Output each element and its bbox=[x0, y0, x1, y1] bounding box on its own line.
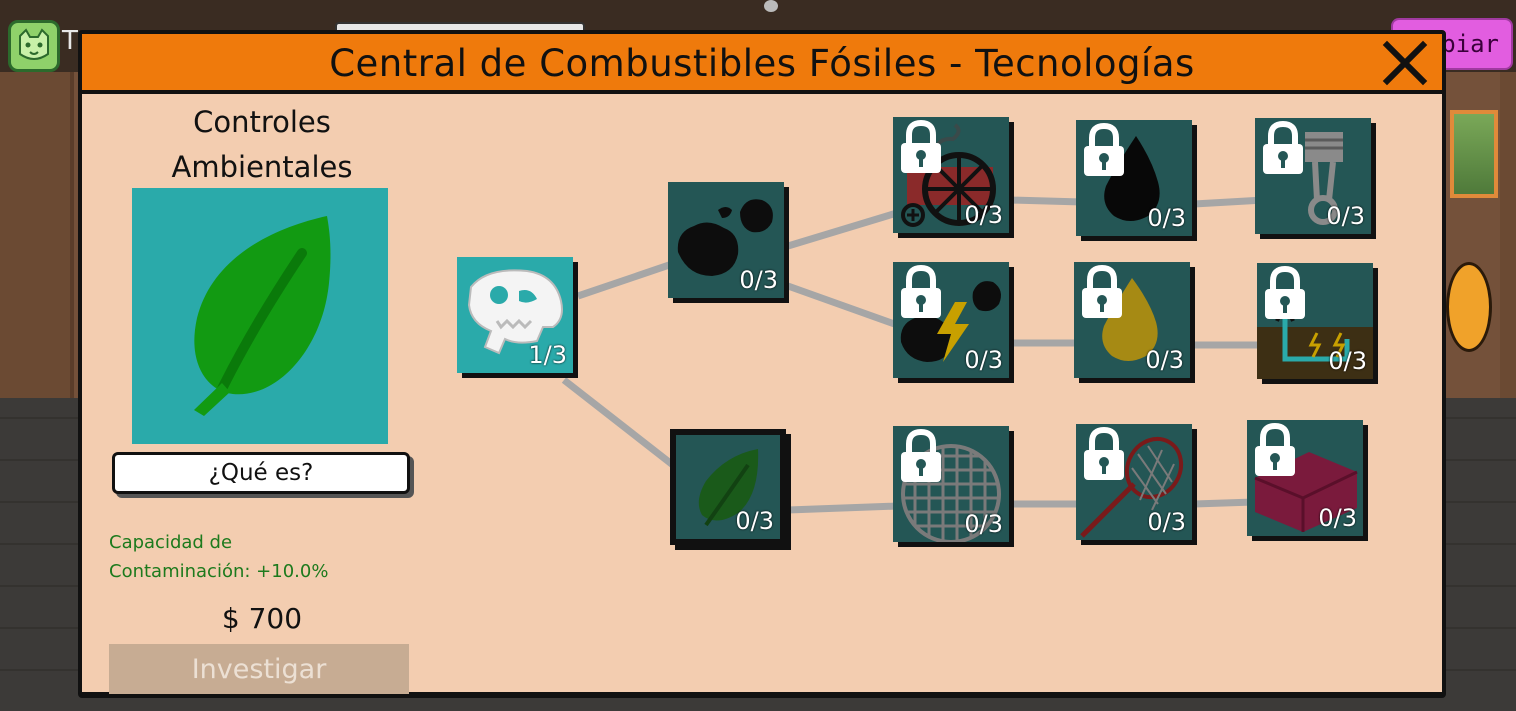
tech-level-count: 0/3 bbox=[1326, 202, 1365, 230]
background-title-fragment: T bbox=[62, 26, 78, 56]
tech-effect-line2: Contaminación: +10.0% bbox=[109, 561, 329, 582]
connector-coal-power bbox=[786, 282, 902, 330]
oil-drop-icon bbox=[1104, 136, 1160, 221]
tech-node-steam-engine[interactable]: 0/3 bbox=[893, 117, 1009, 233]
connector-leaf-mesh bbox=[787, 502, 899, 514]
piston-icon bbox=[1305, 132, 1343, 225]
background-corner-button[interactable]: piar bbox=[1391, 18, 1513, 70]
tech-level-count: 0/3 bbox=[739, 266, 778, 294]
lock-icon bbox=[901, 264, 941, 318]
tech-node-insulation-block[interactable]: 0/3 bbox=[1247, 420, 1363, 536]
close-button[interactable] bbox=[1382, 40, 1428, 86]
tech-price: $ 700 bbox=[221, 602, 303, 635]
dialog-header: Central de Combustibles Fósiles - Tecnol… bbox=[82, 34, 1442, 94]
connector-steam-oil bbox=[1009, 196, 1083, 206]
lock-icon bbox=[1265, 265, 1305, 319]
selected-tech-title-line1: Controles bbox=[193, 105, 331, 139]
close-icon bbox=[1382, 40, 1428, 86]
tech-node-scrubber-net[interactable]: 0/3 bbox=[1076, 424, 1192, 540]
net-icon bbox=[1080, 436, 1184, 538]
tech-node-piston[interactable]: 0/3 bbox=[1255, 118, 1371, 234]
selected-tech-title-line2: Ambientales bbox=[171, 150, 353, 184]
lock-icon bbox=[1255, 422, 1295, 476]
dinosaur-skull-icon bbox=[467, 269, 563, 355]
connector-oil-piston bbox=[1193, 196, 1265, 208]
tech-level-count: 0/3 bbox=[735, 507, 774, 535]
research-button[interactable]: Investigar bbox=[109, 644, 409, 694]
tech-node-coal-power[interactable]: 0/3 bbox=[893, 262, 1009, 378]
dialog-title: Central de Combustibles Fósiles - Tecnol… bbox=[329, 42, 1195, 85]
connector-fossil-coal bbox=[576, 258, 680, 300]
background-indicator bbox=[764, 0, 778, 12]
lock-icon bbox=[1084, 122, 1124, 176]
connector-net-brick bbox=[1193, 498, 1255, 508]
cat-logo-icon[interactable] bbox=[8, 20, 60, 72]
tech-node-filter-mesh[interactable]: 0/3 bbox=[893, 426, 1009, 542]
power-line-icon bbox=[1257, 298, 1373, 379]
lock-icon bbox=[1082, 264, 1122, 318]
lock-icon bbox=[901, 428, 941, 482]
selected-tech-image bbox=[132, 188, 388, 444]
tech-level-count: 0/3 bbox=[1147, 508, 1186, 536]
tech-level-count: 0/3 bbox=[1318, 504, 1357, 532]
tech-level-count: 0/3 bbox=[1328, 347, 1367, 375]
mesh-filter-icon bbox=[901, 444, 1001, 542]
tech-level-count: 1/3 bbox=[528, 341, 567, 369]
tech-node-oil[interactable]: 0/3 bbox=[1076, 120, 1192, 236]
tech-node-coal[interactable]: 0/3 bbox=[668, 182, 784, 298]
tech-node-fossil[interactable]: 1/3 bbox=[457, 257, 573, 373]
background-ball bbox=[1446, 262, 1492, 352]
tech-level-count: 0/3 bbox=[1147, 204, 1186, 232]
selected-tech-title: Controles Ambientales bbox=[112, 100, 412, 190]
steam-engine-icon bbox=[901, 123, 996, 227]
coal-lightning-icon bbox=[900, 281, 1001, 362]
lock-icon bbox=[1263, 120, 1303, 174]
connector-fossil-leaf bbox=[561, 377, 681, 472]
coal-icon bbox=[677, 199, 773, 276]
tech-node-grid[interactable]: 0/3 bbox=[1257, 263, 1373, 379]
tech-tree-dialog: Central de Combustibles Fósiles - Tecnol… bbox=[78, 30, 1446, 696]
tech-effect-line1: Capacidad de bbox=[109, 532, 233, 553]
tech-level-count: 0/3 bbox=[964, 346, 1003, 374]
cat-face-icon bbox=[19, 28, 49, 60]
background-window bbox=[1450, 110, 1498, 198]
tech-node-gas[interactable]: 0/3 bbox=[1074, 262, 1190, 378]
leaf-icon bbox=[698, 449, 759, 527]
tech-node-environmental-controls[interactable]: 0/3 bbox=[670, 429, 786, 545]
tech-level-count: 0/3 bbox=[1145, 346, 1184, 374]
gas-drop-icon bbox=[1102, 278, 1158, 361]
lock-icon bbox=[901, 119, 941, 173]
leaf-icon bbox=[194, 216, 331, 416]
tech-effect-description: Capacidad de Contaminación: +10.0% bbox=[109, 528, 409, 586]
what-is-it-button[interactable]: ¿Qué es? bbox=[112, 452, 410, 494]
lock-icon bbox=[1084, 426, 1124, 480]
tech-level-count: 0/3 bbox=[964, 201, 1003, 229]
tech-level-count: 0/3 bbox=[964, 510, 1003, 538]
connector-coal-steam bbox=[786, 208, 902, 250]
